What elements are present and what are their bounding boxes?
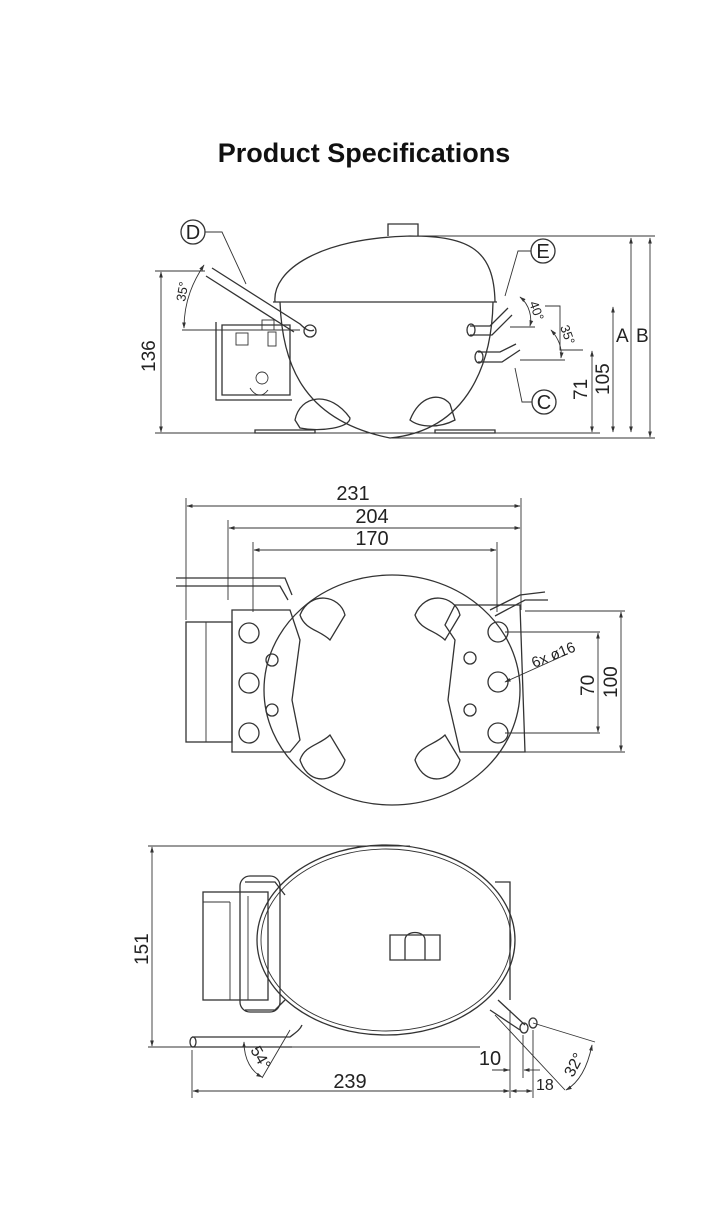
- dim-71: 71: [571, 379, 592, 400]
- right-mount-plate: [444, 604, 526, 753]
- callout-c-label: C: [537, 392, 551, 414]
- side-view: D E C 35° 40° 35° 136 71 105 A B: [139, 219, 655, 439]
- terminal-box: [215, 322, 292, 401]
- dim-105: 105: [593, 363, 614, 395]
- top-view: 231 204 170 6x ø16 70 100: [176, 483, 625, 806]
- callout-c: [531, 389, 557, 415]
- page-title: Product Specifications: [217, 138, 511, 168]
- dim-b: B: [636, 326, 649, 347]
- dim-239: 239: [333, 1071, 366, 1093]
- angle-left: 54°: [247, 1044, 274, 1073]
- dome: [274, 235, 496, 303]
- dim-170: 170: [355, 528, 388, 550]
- angle-right: 32°: [562, 1051, 588, 1080]
- bottom-view: 151 54° 32° 239 10 18: [132, 844, 596, 1098]
- dim-10: 10: [479, 1048, 501, 1070]
- callout-e-label: E: [536, 241, 549, 263]
- terminal-box: [202, 891, 269, 1001]
- shell: [279, 301, 494, 439]
- dim-204: 204: [355, 506, 388, 528]
- left-mount-plate: [231, 609, 301, 753]
- dim-holes: 6x ø16: [529, 639, 578, 672]
- callout-e: [530, 238, 556, 264]
- callout-d-label: D: [186, 222, 200, 244]
- dim-18: 18: [536, 1077, 554, 1094]
- terminal-box: [185, 621, 233, 743]
- dim-a: A: [616, 326, 629, 347]
- dim-136: 136: [139, 340, 160, 372]
- callout-d: [180, 219, 206, 245]
- dim-231: 231: [336, 483, 369, 505]
- dim-100: 100: [601, 666, 622, 698]
- shell-outline: [263, 574, 521, 806]
- angle-discharge: 35°: [173, 281, 191, 303]
- dim-151: 151: [132, 933, 153, 965]
- angle-suction-top: 40°: [526, 299, 547, 323]
- angle-suction-low: 35°: [557, 323, 578, 347]
- dim-70: 70: [578, 675, 599, 696]
